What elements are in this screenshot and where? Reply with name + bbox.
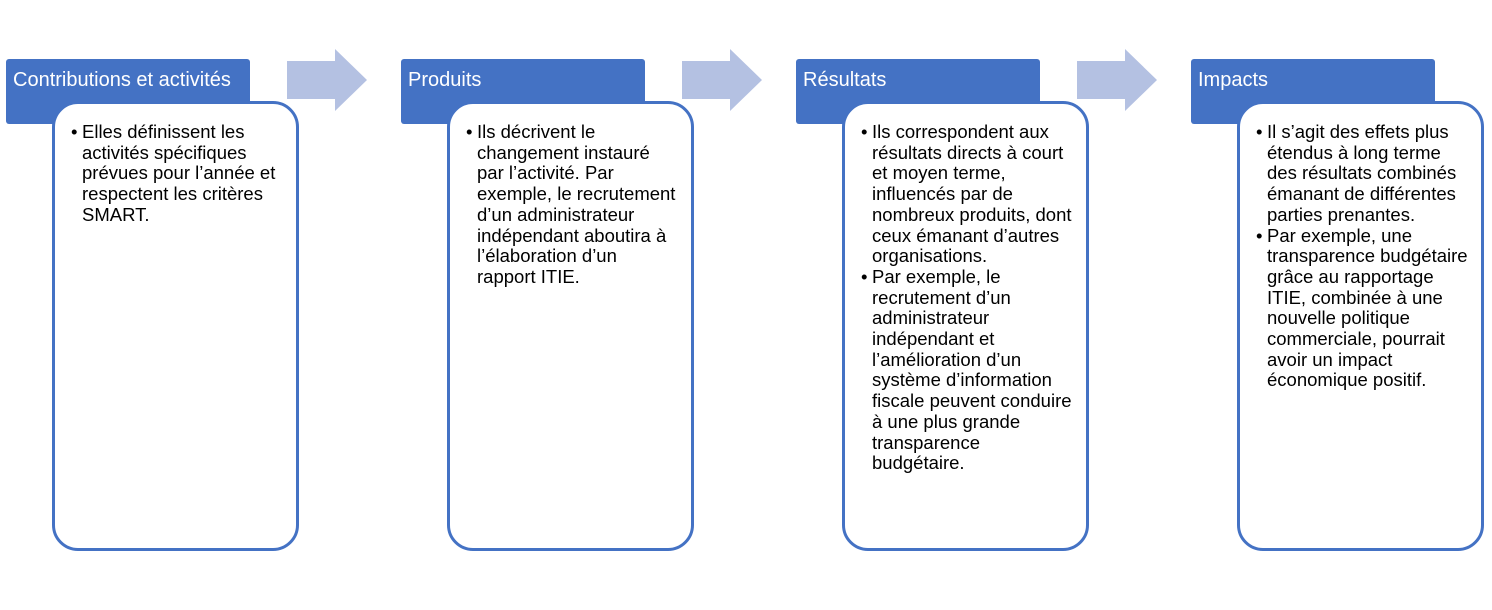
arrow-shape <box>1077 49 1157 111</box>
bullet-item: Ils correspondent aux résultats directs … <box>861 121 1074 267</box>
arrow-right-icon <box>287 49 367 111</box>
bullet-list: Ils correspondent aux résultats directs … <box>861 121 1074 474</box>
bullet-item: Par exemple, une transparence budgétaire… <box>1256 225 1469 392</box>
stage-contributions: Contributions et activités Elles définis… <box>6 59 299 559</box>
stage-body: Ils correspondent aux résultats directs … <box>842 101 1089 551</box>
arrow-right-icon <box>682 49 762 111</box>
bullet-item: Ils décrivent le changement instauré par… <box>466 121 679 288</box>
stage-body: Ils décrivent le changement instauré par… <box>447 101 694 551</box>
bullet-item: Il s’agit des effets plus étendus à long… <box>1256 121 1469 226</box>
stage-body: Elles définissent les activités spécifiq… <box>52 101 299 551</box>
bullet-item: Elles définissent les activités spécifiq… <box>71 121 284 226</box>
bullet-item: Par exemple, le recrutement d’un adminis… <box>861 266 1074 474</box>
stage-produits: Produits Ils décrivent le changement ins… <box>401 59 694 559</box>
bullet-list: Il s’agit des effets plus étendus à long… <box>1256 121 1469 392</box>
stage-resultats: Résultats Ils correspondent aux résultat… <box>796 59 1089 559</box>
stage-body: Il s’agit des effets plus étendus à long… <box>1237 101 1484 551</box>
bullet-list: Elles définissent les activités spécifiq… <box>71 121 284 226</box>
arrow-shape <box>682 49 762 111</box>
arrow-shape <box>287 49 367 111</box>
arrow-right-icon <box>1077 49 1157 111</box>
bullet-list: Ils décrivent le changement instauré par… <box>466 121 679 288</box>
stage-impacts: Impacts Il s’agit des effets plus étendu… <box>1191 59 1484 559</box>
